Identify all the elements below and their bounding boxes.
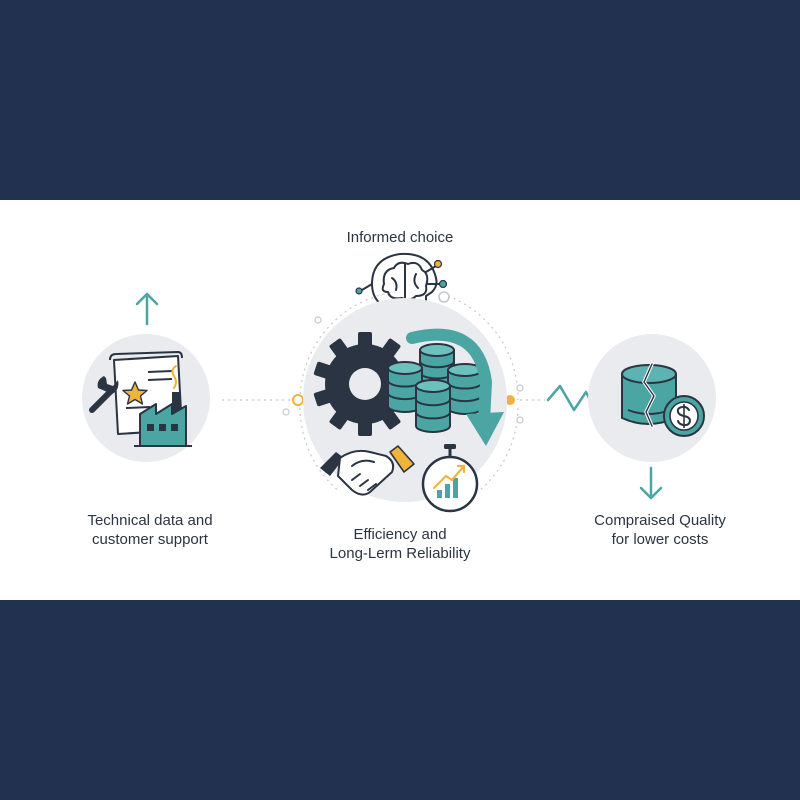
node-dot bbox=[438, 291, 450, 303]
gear-icon bbox=[313, 332, 417, 436]
center-label-line-1: Efficiency and bbox=[353, 526, 447, 543]
node-dot bbox=[516, 416, 524, 424]
center-group bbox=[303, 298, 507, 513]
right-label-line-2: for lower costs bbox=[611, 531, 709, 548]
diagram-canvas bbox=[82, 252, 716, 513]
orbit-arc-lower-left bbox=[299, 407, 341, 493]
compromised-quality-label: Comprаised Quality for lower costs bbox=[560, 511, 760, 549]
orbit-arc-upper-right bbox=[447, 295, 519, 401]
infographic-panel: Informed choice Technical data and custo… bbox=[0, 200, 800, 600]
node-dot bbox=[314, 316, 322, 324]
arrow-up-icon bbox=[135, 292, 159, 326]
top-band bbox=[0, 0, 800, 200]
informed-choice-label: Informed choice bbox=[300, 228, 500, 247]
bottom-band bbox=[0, 600, 800, 800]
left-label-line-1: Technical data and bbox=[87, 512, 213, 529]
factory-icon bbox=[134, 365, 192, 447]
orbit-nodes bbox=[282, 291, 524, 424]
node-dot bbox=[505, 395, 515, 405]
right-group bbox=[546, 334, 716, 500]
node-dot bbox=[292, 394, 304, 406]
stopwatch-chart-icon bbox=[421, 444, 479, 513]
technical-support-label: Technical data and customer support bbox=[60, 511, 240, 549]
node-dot bbox=[282, 408, 290, 416]
handshake-icon bbox=[320, 445, 415, 496]
left-label-line-2: customer support bbox=[92, 531, 208, 548]
orbit-arc-upper-left bbox=[299, 291, 396, 401]
center-label-line-2: Long-Lerm Reliability bbox=[329, 545, 471, 562]
arrow-down-icon bbox=[639, 466, 663, 500]
brain-head-icon bbox=[355, 252, 448, 321]
connector-lines bbox=[222, 291, 545, 493]
database-stack-icon bbox=[387, 343, 483, 433]
informed-choice-text: Informed choice bbox=[346, 229, 454, 246]
right-label-line-1: Comprаised Quality bbox=[594, 512, 726, 529]
wrench-icon bbox=[89, 376, 119, 413]
star-icon bbox=[122, 381, 148, 405]
circular-arrow-icon bbox=[406, 328, 504, 446]
node-dot bbox=[516, 384, 524, 392]
dollar-coin-icon bbox=[663, 395, 705, 437]
left-group bbox=[82, 292, 210, 462]
efficiency-reliability-label: Efficiency and Long-Lerm Reliability bbox=[300, 525, 500, 563]
